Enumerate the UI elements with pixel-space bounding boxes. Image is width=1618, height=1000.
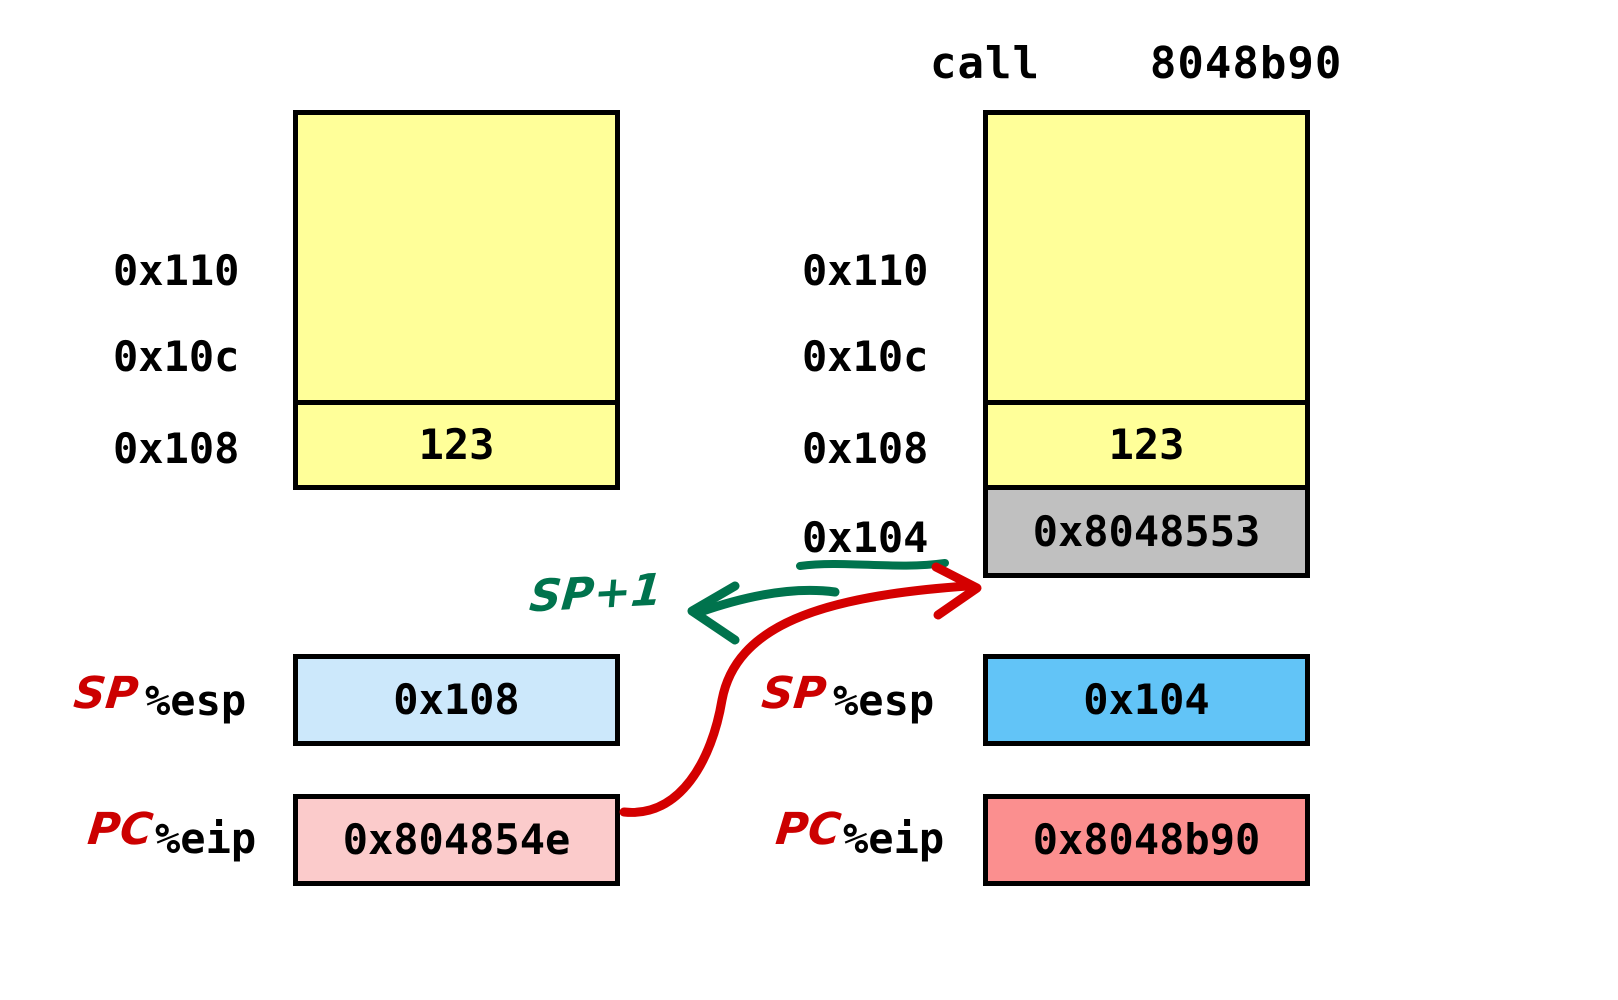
after-stack-address-0x10c: 0x10c xyxy=(802,332,929,381)
after-stack-cell-free xyxy=(988,115,1305,400)
after-stack-address-0x104: 0x104 xyxy=(802,513,929,562)
after-stack-box: 123 0x8048553 xyxy=(983,110,1310,578)
after-stack-cell-0x104-return-address: 0x8048553 xyxy=(988,485,1305,573)
before-stack-cell-0x108-value: 123 xyxy=(418,420,495,469)
before-esp-hand-label: SP xyxy=(71,668,141,719)
after-stack-cell-0x108-value: 123 xyxy=(1108,420,1185,469)
after-esp-register-name: %esp xyxy=(833,676,935,725)
before-stack-cell-free xyxy=(298,115,615,400)
after-eip-register-value: 0x8048b90 xyxy=(1032,815,1261,864)
before-stack-address-0x10c: 0x10c xyxy=(113,332,240,381)
before-stack-address-0x110: 0x110 xyxy=(113,246,240,295)
before-eip-register-name: %eip xyxy=(155,814,257,863)
after-stack-cell-0x104-value: 0x8048553 xyxy=(1032,506,1261,556)
red-arrow-head-icon xyxy=(931,562,982,620)
before-stack-address-0x108: 0x108 xyxy=(113,424,240,473)
before-stack-cell-0x108: 123 xyxy=(298,400,615,485)
after-eip-hand-label: PC xyxy=(773,804,844,855)
before-eip-hand-label: PC xyxy=(85,804,156,855)
after-eip-register-name: %eip xyxy=(843,814,945,863)
page-title: call 8048b90 xyxy=(930,38,1343,89)
after-stack-address-0x108: 0x108 xyxy=(802,424,929,473)
green-underline-0x104 xyxy=(796,559,949,570)
after-esp-register-value: 0x104 xyxy=(1083,675,1210,724)
before-esp-register-box: 0x108 xyxy=(293,654,620,746)
green-arrow-head-icon xyxy=(687,581,740,645)
before-esp-register-value: 0x108 xyxy=(393,675,520,724)
before-stack-box: 123 xyxy=(293,110,620,490)
after-stack-address-0x110: 0x110 xyxy=(802,246,929,295)
after-esp-hand-label: SP xyxy=(759,668,829,719)
before-eip-register-box: 0x804854e xyxy=(293,794,620,886)
before-eip-register-value: 0x804854e xyxy=(342,815,571,864)
after-stack-cell-0x108: 123 xyxy=(988,400,1305,485)
before-esp-register-name: %esp xyxy=(145,676,247,725)
after-eip-register-box: 0x8048b90 xyxy=(983,794,1310,886)
after-esp-register-box: 0x104 xyxy=(983,654,1310,746)
sp-increment-annotation: SP+1 xyxy=(527,564,665,623)
green-arrow-shaft xyxy=(695,585,840,617)
